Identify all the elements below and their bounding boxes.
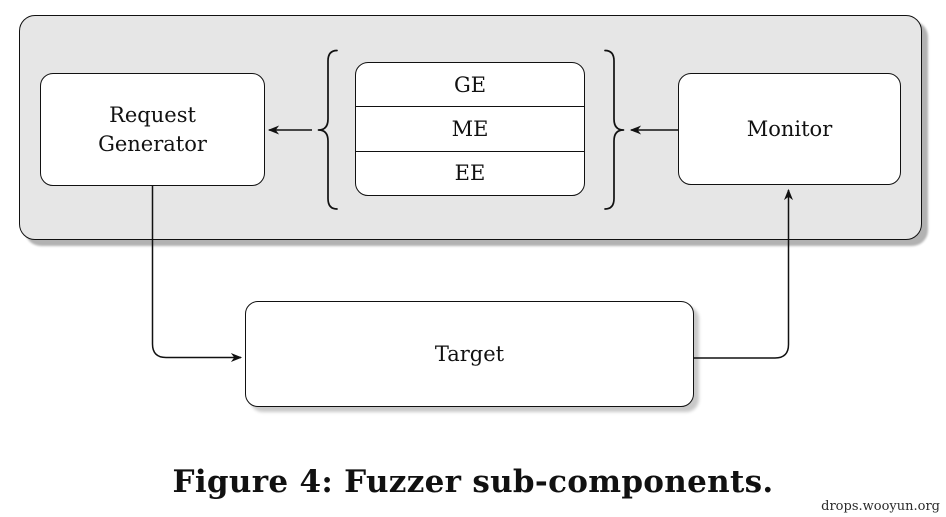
request-generator-label: Request Generator	[98, 103, 207, 156]
engine-ee-label: EE	[454, 161, 486, 186]
engine-me-label: ME	[451, 116, 489, 141]
figure-caption: Figure 4: Fuzzer sub-components.	[172, 464, 774, 500]
engine-stack-row-ee: EE	[356, 150, 584, 195]
engine-stack: GE ME EE	[355, 62, 585, 196]
request-generator-box: Request Generator	[40, 73, 265, 186]
target-label: Target	[434, 341, 505, 366]
monitor-box: Monitor	[678, 73, 901, 185]
monitor-label: Monitor	[746, 116, 833, 141]
engine-stack-row-me: ME	[356, 106, 584, 150]
watermark: drops.wooyun.org	[821, 499, 940, 514]
target-box: Target	[245, 301, 694, 407]
engine-stack-row-ge: GE	[356, 63, 584, 106]
engine-ge-label: GE	[453, 72, 487, 97]
